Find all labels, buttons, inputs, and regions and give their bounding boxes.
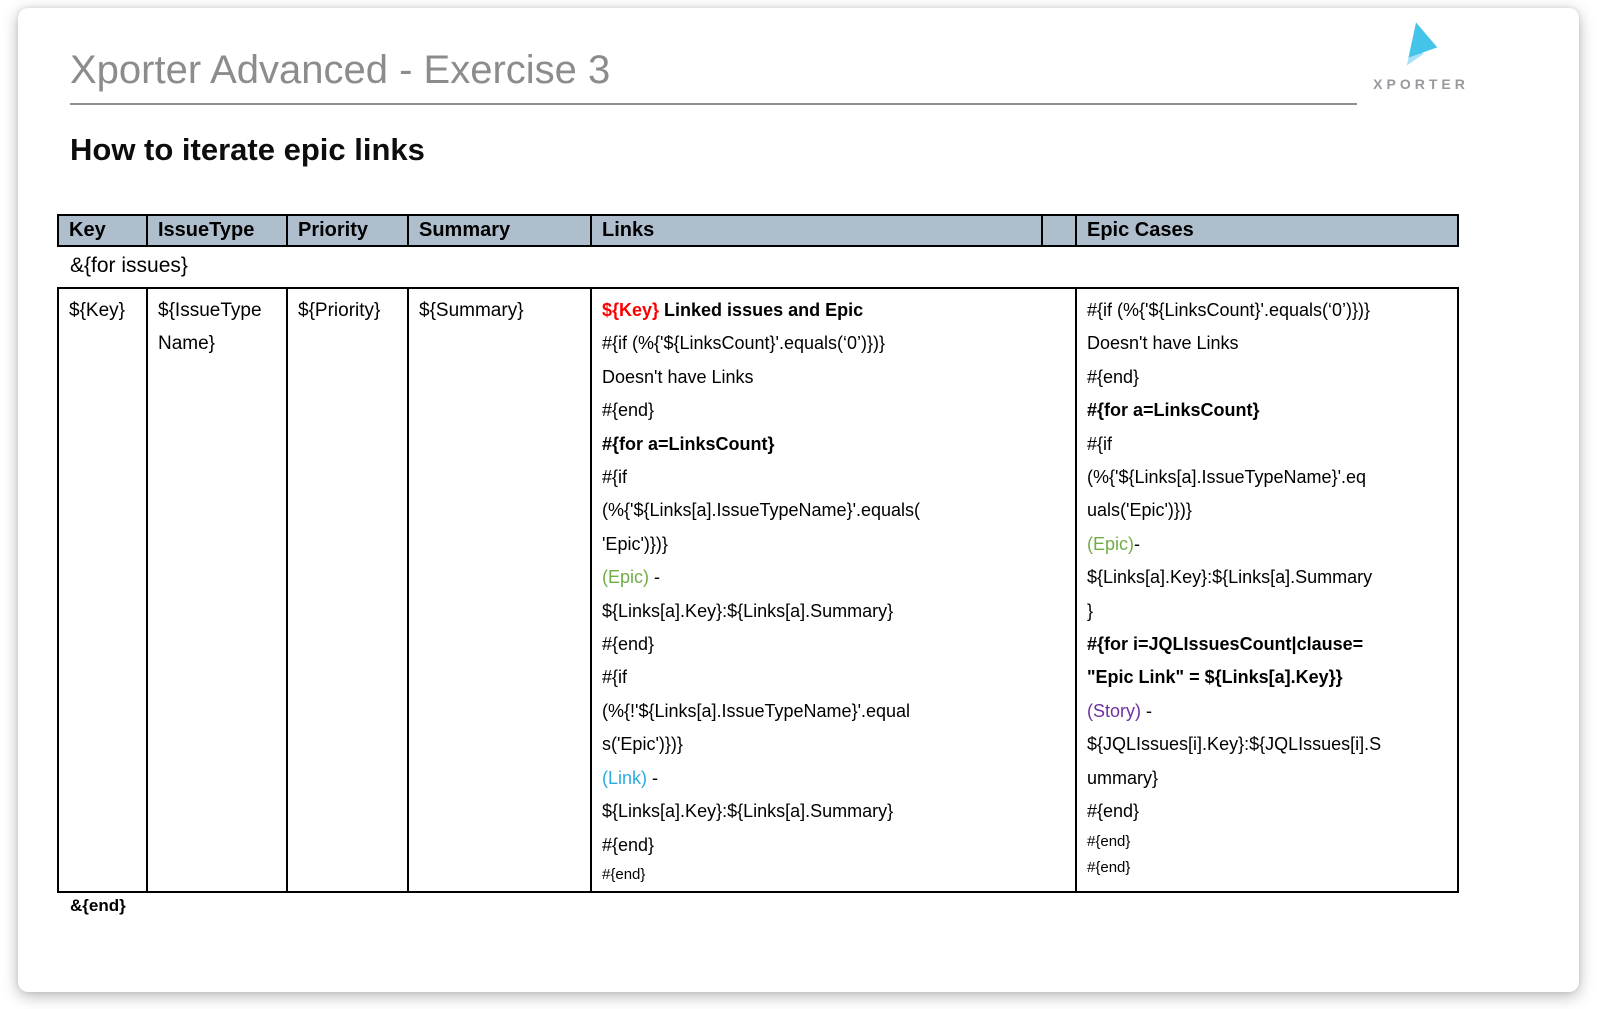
header-spacer	[1043, 216, 1077, 245]
cell-epic-cases: #{if (%{'${LinksCount}'.equals(‘0’)})}Do…	[1087, 300, 1382, 876]
xporter-logo: XPORTER	[1356, 22, 1486, 92]
header-key: Key	[59, 216, 148, 245]
xporter-logo-text: XPORTER	[1373, 76, 1469, 92]
header-epic-cases: Epic Cases	[1087, 219, 1194, 241]
header-issuetype: IssueType	[148, 216, 288, 245]
header-summary: Summary	[409, 216, 592, 245]
cell-links: ${Key} Linked issues and Epic#{if (%{'${…	[592, 289, 1077, 891]
cell-summary: ${Summary}	[409, 289, 592, 891]
header-links: Links	[592, 216, 1043, 245]
cell-priority: ${Priority}	[288, 289, 409, 891]
title-divider	[70, 103, 1357, 105]
xporter-arrow-icon	[1356, 22, 1486, 72]
header-priority: Priority	[288, 216, 409, 245]
for-issues-marker: &{for issues}	[70, 254, 188, 277]
cell-key: ${Key}	[59, 289, 148, 891]
document-page: Xporter Advanced - Exercise 3 XPORTER Ho…	[18, 8, 1579, 992]
template-table: Key IssueType Priority Summary Links Epi…	[57, 214, 1459, 916]
table-header-row: Key IssueType Priority Summary Links Epi…	[57, 214, 1459, 247]
end-marker: &{end}	[70, 896, 126, 915]
page-title: Xporter Advanced - Exercise 3	[70, 48, 611, 92]
section-heading: How to iterate epic links	[70, 132, 425, 167]
